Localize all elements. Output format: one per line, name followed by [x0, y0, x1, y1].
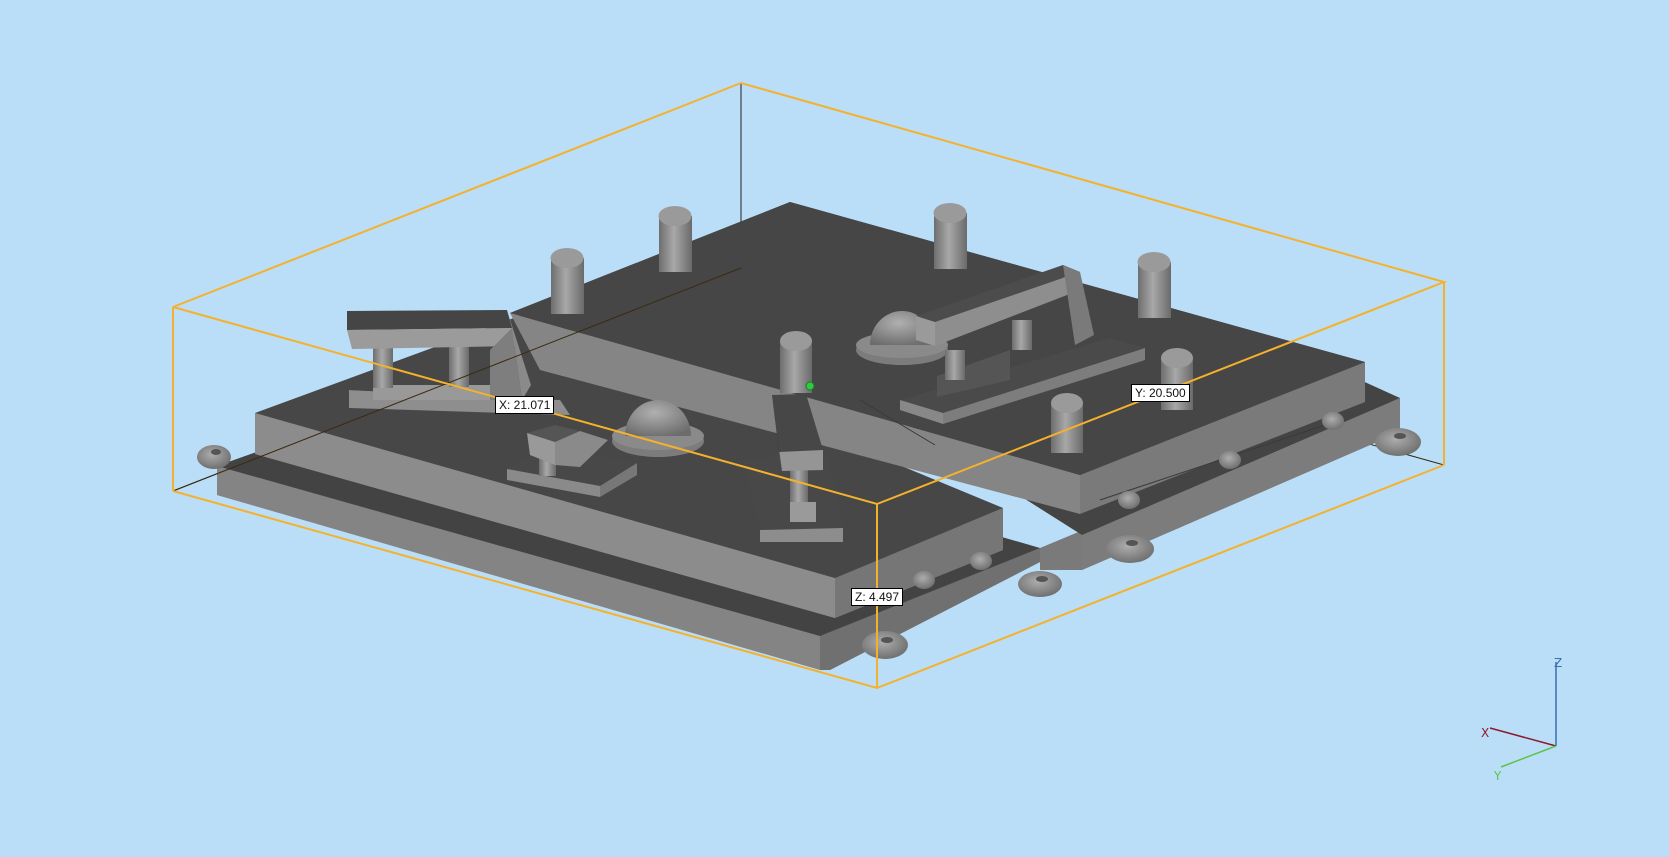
dimension-label-z: Z: 4.497 — [851, 588, 904, 606]
torus-bottom-right — [1018, 571, 1062, 597]
dimension-label-y: Y: 20.500 — [1131, 384, 1190, 402]
torus-left — [197, 445, 231, 469]
torus-bottom-mid — [862, 631, 908, 659]
block-post-left — [507, 425, 637, 497]
y-axis-label: Y — [1494, 769, 1502, 783]
torus-right — [1375, 428, 1421, 456]
x-axis-line — [1489, 727, 1557, 747]
pin-3 — [933, 203, 967, 269]
axis-triad-graphic — [1489, 662, 1557, 768]
dimension-label-x: X: 21.071 — [495, 396, 555, 414]
torus-base-right-front — [1106, 535, 1154, 563]
lifting-rings — [197, 412, 1421, 659]
y-axis-line — [1500, 745, 1557, 768]
pin-4 — [1137, 252, 1171, 318]
clamp-center — [744, 394, 843, 542]
axis-triad: Z X Y — [1470, 650, 1570, 795]
x-axis-label: X — [1481, 726, 1490, 740]
clamp-left — [345, 310, 570, 415]
pin-1 — [550, 248, 584, 314]
edge-lines — [172, 267, 742, 492]
clamp-right — [900, 265, 1145, 424]
pin-7 — [1051, 393, 1083, 453]
selection-marker[interactable] — [805, 381, 815, 391]
pin-2 — [658, 206, 692, 272]
z-axis-label: Z — [1554, 656, 1563, 670]
